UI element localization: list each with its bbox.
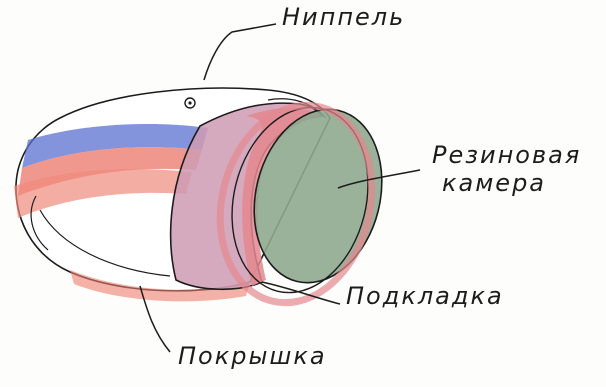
label-inner-tube-line1: Резиновая xyxy=(432,142,581,170)
nipple-leader xyxy=(204,24,276,80)
label-nipple: Ниппель xyxy=(282,4,405,32)
nipple-hole xyxy=(185,98,195,108)
label-rim-tape: Подкладка xyxy=(346,283,504,311)
label-inner-tube-line2: камера xyxy=(432,170,581,198)
label-tire: Покрышка xyxy=(178,343,327,371)
label-inner-tube: Резиновая камера xyxy=(432,142,581,197)
